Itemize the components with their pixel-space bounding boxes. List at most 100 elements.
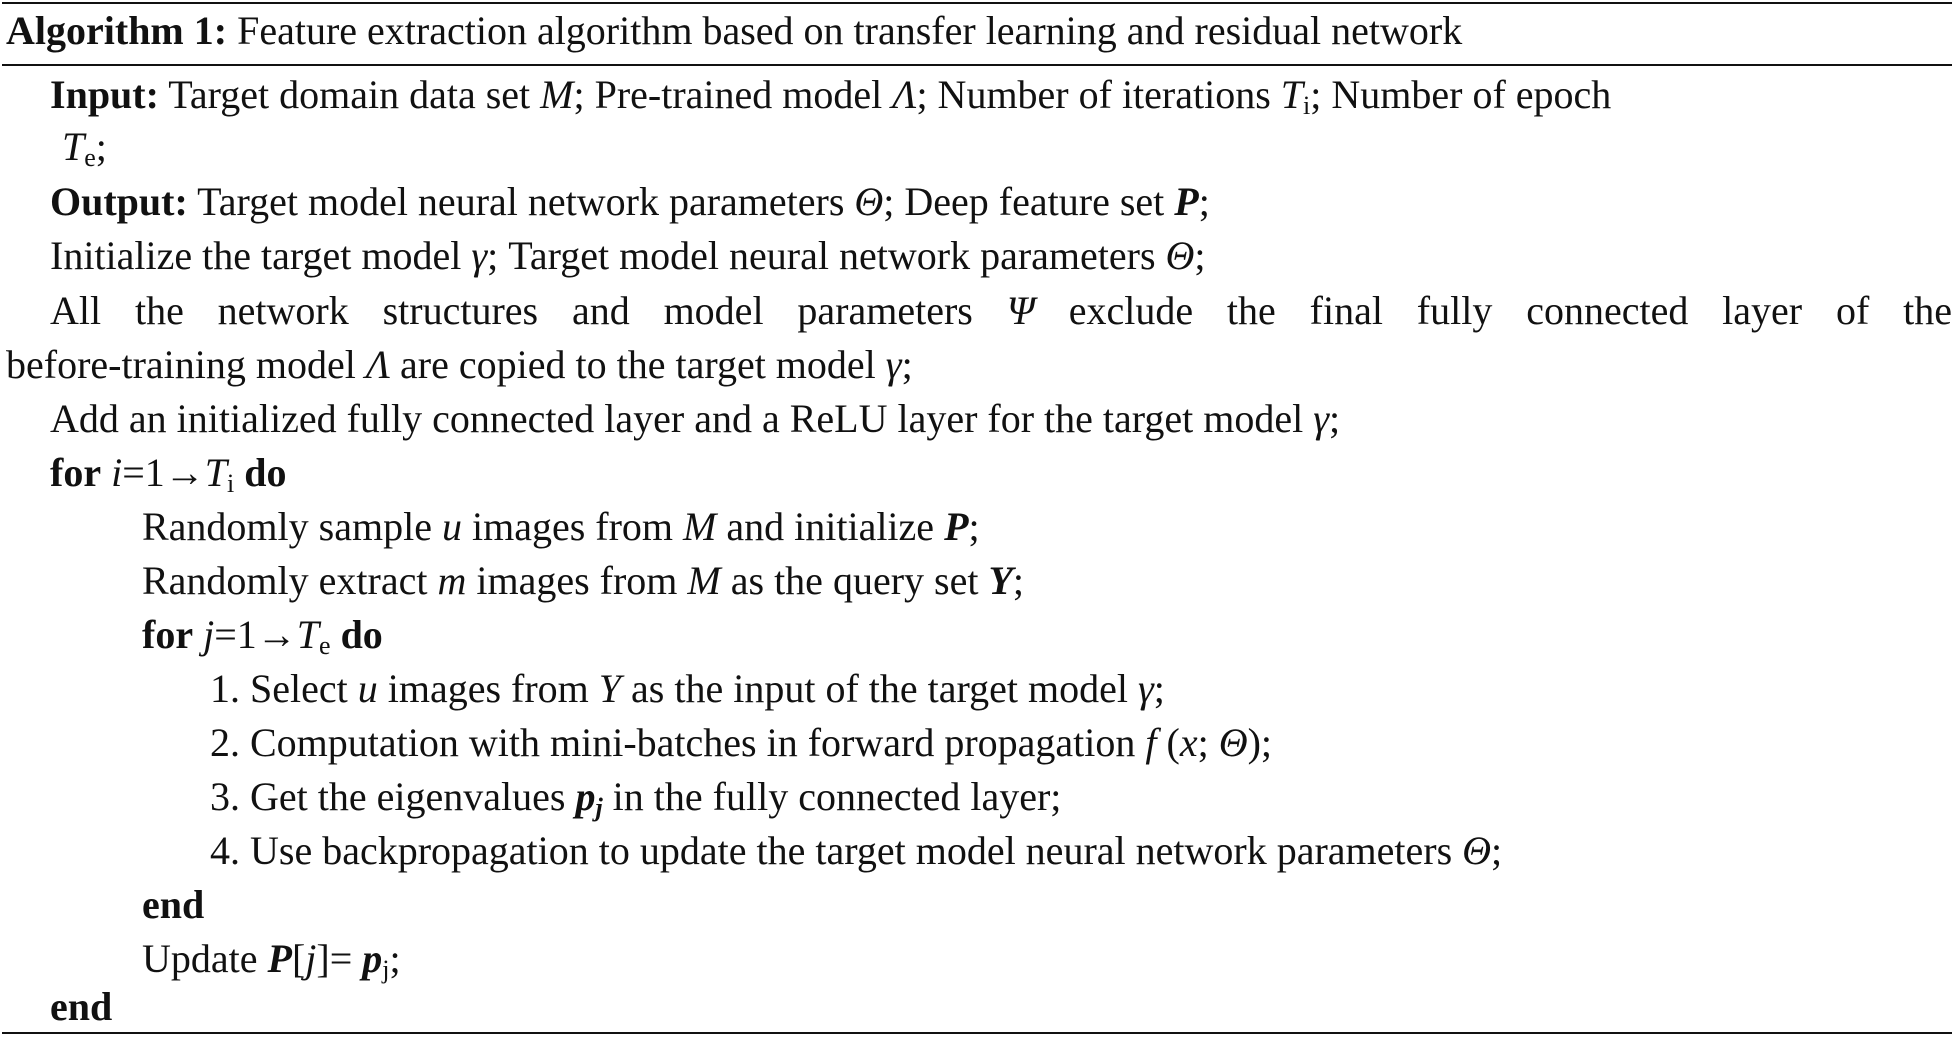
subscript-e: e xyxy=(319,631,331,660)
inner-end-line: end xyxy=(142,880,204,930)
step1-text-b: images from xyxy=(387,666,589,711)
subscript-j: j xyxy=(382,955,390,984)
symbol-P: P xyxy=(267,936,292,981)
symbol-j: j xyxy=(305,936,317,981)
copy-line-2: before-training model Λ are copied to th… xyxy=(6,340,913,390)
for2-eq: =1→ xyxy=(214,612,297,657)
do-keyword: do xyxy=(340,612,383,657)
symbol-gamma: γ xyxy=(885,342,902,387)
output-text-c: ; xyxy=(1198,179,1210,224)
update-line: Update P[j]= pj; xyxy=(142,934,401,995)
output-keyword: Output: xyxy=(50,179,188,224)
for-j-line: for j=1→Te do xyxy=(142,610,383,671)
extract-line: Randomly extract m images from M as the … xyxy=(142,556,1024,606)
symbol-Theta: Θ xyxy=(854,179,884,224)
add-text-b: ; xyxy=(1329,396,1341,441)
symbol-P: P xyxy=(944,504,969,549)
symbol-gamma: γ xyxy=(1313,396,1329,441)
input-line-cont: Te; xyxy=(62,122,107,183)
symbol-M: M xyxy=(683,504,717,549)
end-keyword: end xyxy=(50,984,113,1029)
input-text-a: Target domain data set xyxy=(168,72,531,117)
end-keyword: end xyxy=(142,882,205,927)
symbol-T: T xyxy=(204,450,228,495)
symbol-M: M xyxy=(687,558,721,603)
subscript-i: i xyxy=(227,469,235,498)
input-text-e: ; xyxy=(95,124,107,169)
copy2-text-c: ; xyxy=(901,342,913,387)
extract-text-a: Randomly extract xyxy=(142,558,428,603)
extract-text-c: as the query set xyxy=(730,558,979,603)
step-2-line: 2. Computation with mini-batches in forw… xyxy=(210,718,1272,768)
sample-text-c: and initialize xyxy=(726,504,935,549)
step2-text-c: ; xyxy=(1197,720,1209,765)
symbol-Theta: Θ xyxy=(1165,233,1195,278)
copy1-text-b: exclude the final fully connected layer … xyxy=(1068,288,1953,333)
subscript-e: e xyxy=(84,143,96,172)
do-keyword: do xyxy=(244,450,287,495)
for-i-line: for i=1→Ti do xyxy=(50,448,287,509)
symbol-u: u xyxy=(441,504,462,549)
input-keyword: Input: xyxy=(50,72,159,117)
symbol-i: i xyxy=(111,450,123,495)
symbol-gamma: γ xyxy=(471,233,488,278)
title-rule xyxy=(2,64,1952,66)
symbol-Lambda: Λ xyxy=(892,72,917,117)
symbol-T: T xyxy=(1280,72,1304,117)
step2-text-a: 2. Computation with mini-batches in forw… xyxy=(210,720,1136,765)
outer-end-line: end xyxy=(50,982,112,1032)
copy-line-1: All the network structures and model par… xyxy=(50,286,1952,336)
symbol-Y: Y xyxy=(598,666,622,711)
for1-eq: =1→ xyxy=(122,450,205,495)
init-text-b: ; Target model neural network parameters xyxy=(487,233,1156,278)
input-line: Input: Target domain data set M; Pre-tra… xyxy=(50,70,1611,131)
add-layer-line: Add an initialized fully connected layer… xyxy=(50,394,1340,444)
step3-text-b: in the fully connected layer; xyxy=(612,774,1062,819)
for-keyword: for xyxy=(50,450,102,495)
symbol-p: p xyxy=(575,774,596,819)
symbol-T: T xyxy=(62,124,85,169)
top-rule xyxy=(2,2,1952,4)
subscript-i: i xyxy=(1303,91,1311,120)
symbol-T: T xyxy=(296,612,320,657)
symbol-Lambda: Λ xyxy=(365,342,391,387)
output-line: Output: Target model neural network para… xyxy=(50,177,1210,227)
copy1-text-a: All the network structures and model par… xyxy=(50,288,973,333)
symbol-P: P xyxy=(1174,179,1199,224)
step1-text-a: 1. Select xyxy=(210,666,348,711)
sample-line: Randomly sample u images from M and init… xyxy=(142,502,980,552)
update-text-b: [ xyxy=(291,936,306,981)
symbol-Theta: Θ xyxy=(1218,720,1248,765)
symbol-j: j xyxy=(203,612,215,657)
output-text-b: ; Deep feature set xyxy=(883,179,1165,224)
step4-text-a: 4. Use backpropagation to update the tar… xyxy=(210,828,1453,873)
subscript-j: j xyxy=(595,793,603,822)
step1-text-d: ; xyxy=(1153,666,1165,711)
init-text-a: Initialize the target model xyxy=(50,233,462,278)
bottom-rule xyxy=(2,1032,1952,1034)
symbol-M: M xyxy=(540,72,574,117)
step1-text-c: as the input of the target model xyxy=(631,666,1128,711)
sample-text-b: images from xyxy=(471,504,674,549)
output-text-a: Target model neural network parameters xyxy=(197,179,845,224)
symbol-Psi: Ψ xyxy=(1006,288,1035,333)
symbol-Theta: Θ xyxy=(1462,828,1492,873)
symbol-f: f xyxy=(1145,720,1157,765)
symbol-p: p xyxy=(362,936,383,981)
extract-text-d: ; xyxy=(1012,558,1025,603)
copy2-text-a: before-training model xyxy=(6,342,356,387)
extract-text-b: images from xyxy=(476,558,678,603)
step-3-line: 3. Get the eigenvalues pj in the fully c… xyxy=(210,772,1061,833)
for-keyword: for xyxy=(142,612,194,657)
symbol-Y: Y xyxy=(988,558,1013,603)
update-text-c: ]= xyxy=(316,936,353,981)
copy2-text-b: are copied to the target model xyxy=(400,342,876,387)
input-text-c: ; Number of iterations xyxy=(916,72,1271,117)
sample-text-d: ; xyxy=(968,504,980,549)
step2-text-b: ( xyxy=(1166,720,1180,765)
init-text-c: ; xyxy=(1194,233,1206,278)
sample-text-a: Randomly sample xyxy=(142,504,432,549)
update-text-d: ; xyxy=(389,936,401,981)
symbol-u: u xyxy=(357,666,378,711)
